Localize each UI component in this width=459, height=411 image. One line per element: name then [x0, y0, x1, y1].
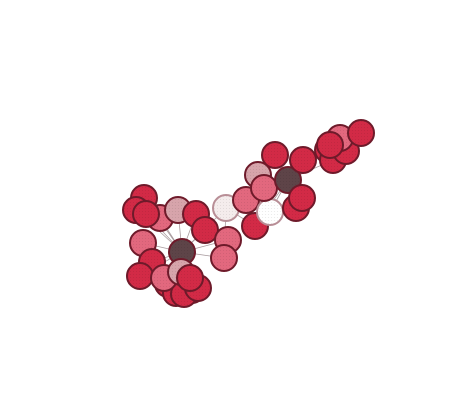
graph-node[interactable] [250, 174, 278, 202]
graph-node-texture [178, 266, 202, 290]
graph-node-texture [252, 176, 276, 200]
graph-node[interactable] [289, 146, 317, 174]
nodes-layer [122, 119, 375, 308]
graph-node-texture [170, 240, 194, 264]
graph-node[interactable] [132, 200, 160, 228]
graph-node[interactable] [256, 198, 284, 226]
graph-node[interactable] [288, 184, 316, 212]
graph-node-texture [290, 186, 314, 210]
graph-node[interactable] [261, 141, 289, 169]
graph-node-texture [349, 121, 373, 145]
graph-node-texture [193, 218, 217, 242]
graph-node-texture [318, 133, 342, 157]
graph-node[interactable] [347, 119, 375, 147]
graph-node-texture [212, 246, 236, 270]
graph-node[interactable] [176, 264, 204, 292]
graph-node[interactable] [126, 262, 154, 290]
graph-node-texture [258, 200, 282, 224]
graph-node-texture [134, 202, 158, 226]
graph-node-texture [276, 168, 300, 192]
graph-node[interactable] [316, 131, 344, 159]
graph-node-texture [214, 196, 238, 220]
graph-node[interactable] [191, 216, 219, 244]
graph-node[interactable] [241, 212, 269, 240]
graph-node-texture [128, 264, 152, 288]
graph-node-texture [291, 148, 315, 172]
graph-node-texture [263, 143, 287, 167]
graph-node[interactable] [210, 244, 238, 272]
